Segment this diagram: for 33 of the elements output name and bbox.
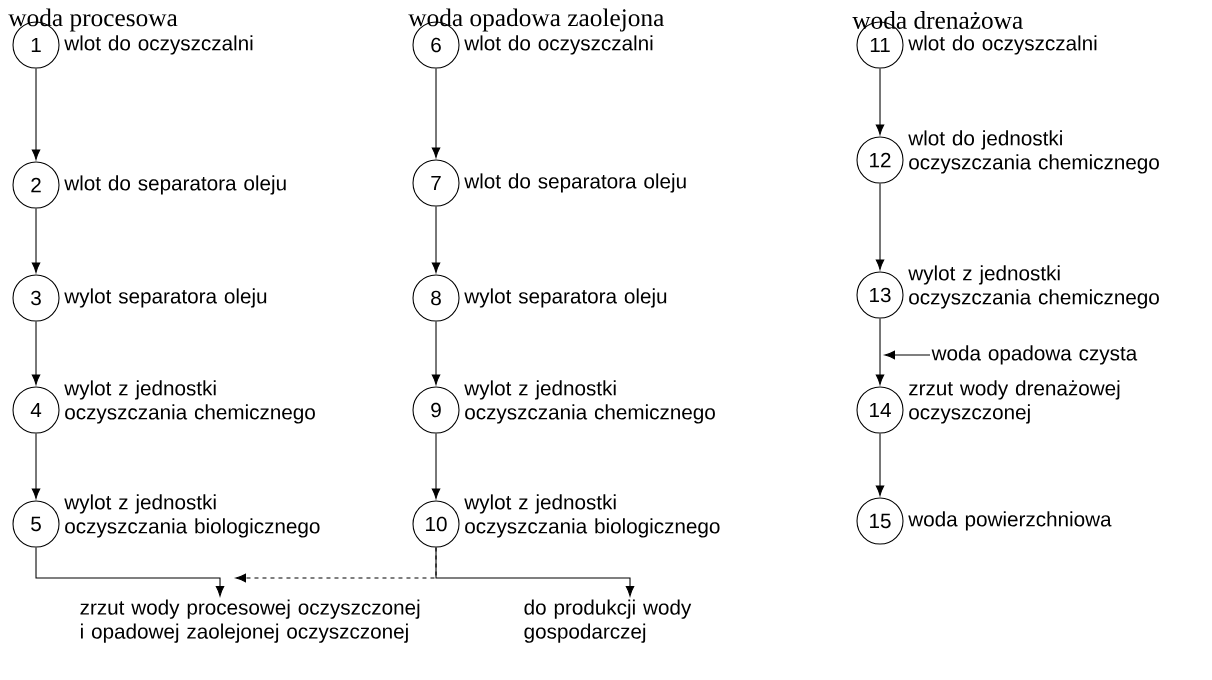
step-label: wlot do oczyszczalni: [464, 35, 653, 55]
arrow: [31, 321, 41, 385]
outlet-label: do produkcji wody gospodarczej: [524, 599, 692, 643]
arrow: [431, 68, 441, 158]
arrow: [884, 350, 931, 360]
arrow: [875, 68, 885, 135]
step-label: wylot z jednostki oczyszczania biologicznego: [64, 494, 320, 538]
arrow: [875, 433, 885, 496]
arrow: [431, 433, 441, 499]
arrow: [31, 208, 41, 273]
inflow-label: woda opadowa czysta: [931, 345, 1138, 365]
arrow: [31, 68, 41, 160]
arrow: [875, 318, 885, 385]
step-label: wylot separatora oleju: [64, 288, 267, 308]
step-label: zrzut wody drenażowej oczyszczonej: [909, 380, 1120, 424]
outlet-label: zrzut wody procesowej oczyszczonej i opadowej zaolejonej oczyszczonej: [80, 599, 420, 643]
step-label: wylot z jednostki oczyszczania biologicznego: [464, 494, 720, 538]
step-label: wylot z jednostki oczyszczania chemicznego: [464, 380, 715, 424]
step-label: wylot z jednostki oczyszczania chemicznego: [64, 380, 315, 424]
step-label: wylot separatora oleju: [464, 288, 667, 308]
arrow: [875, 183, 885, 270]
step-label: wlot do oczyszczalni: [64, 35, 253, 55]
step-label: wlot do separatora oleju: [64, 175, 286, 195]
step-label: wlot do separatora oleju: [464, 173, 686, 193]
arrow: [31, 433, 41, 499]
arrow: [35, 547, 225, 597]
arrow: [435, 547, 635, 597]
arrow: [431, 206, 441, 273]
step-label: woda powierzchniowa: [908, 511, 1112, 531]
step-label: wlot do jednostki oczyszczania chemicznego: [908, 130, 1159, 174]
arrow: [431, 321, 441, 385]
step-label: wlot do oczyszczalni: [908, 35, 1097, 55]
step-label: wylot z jednostki oczyszczania chemicznego: [908, 265, 1159, 309]
